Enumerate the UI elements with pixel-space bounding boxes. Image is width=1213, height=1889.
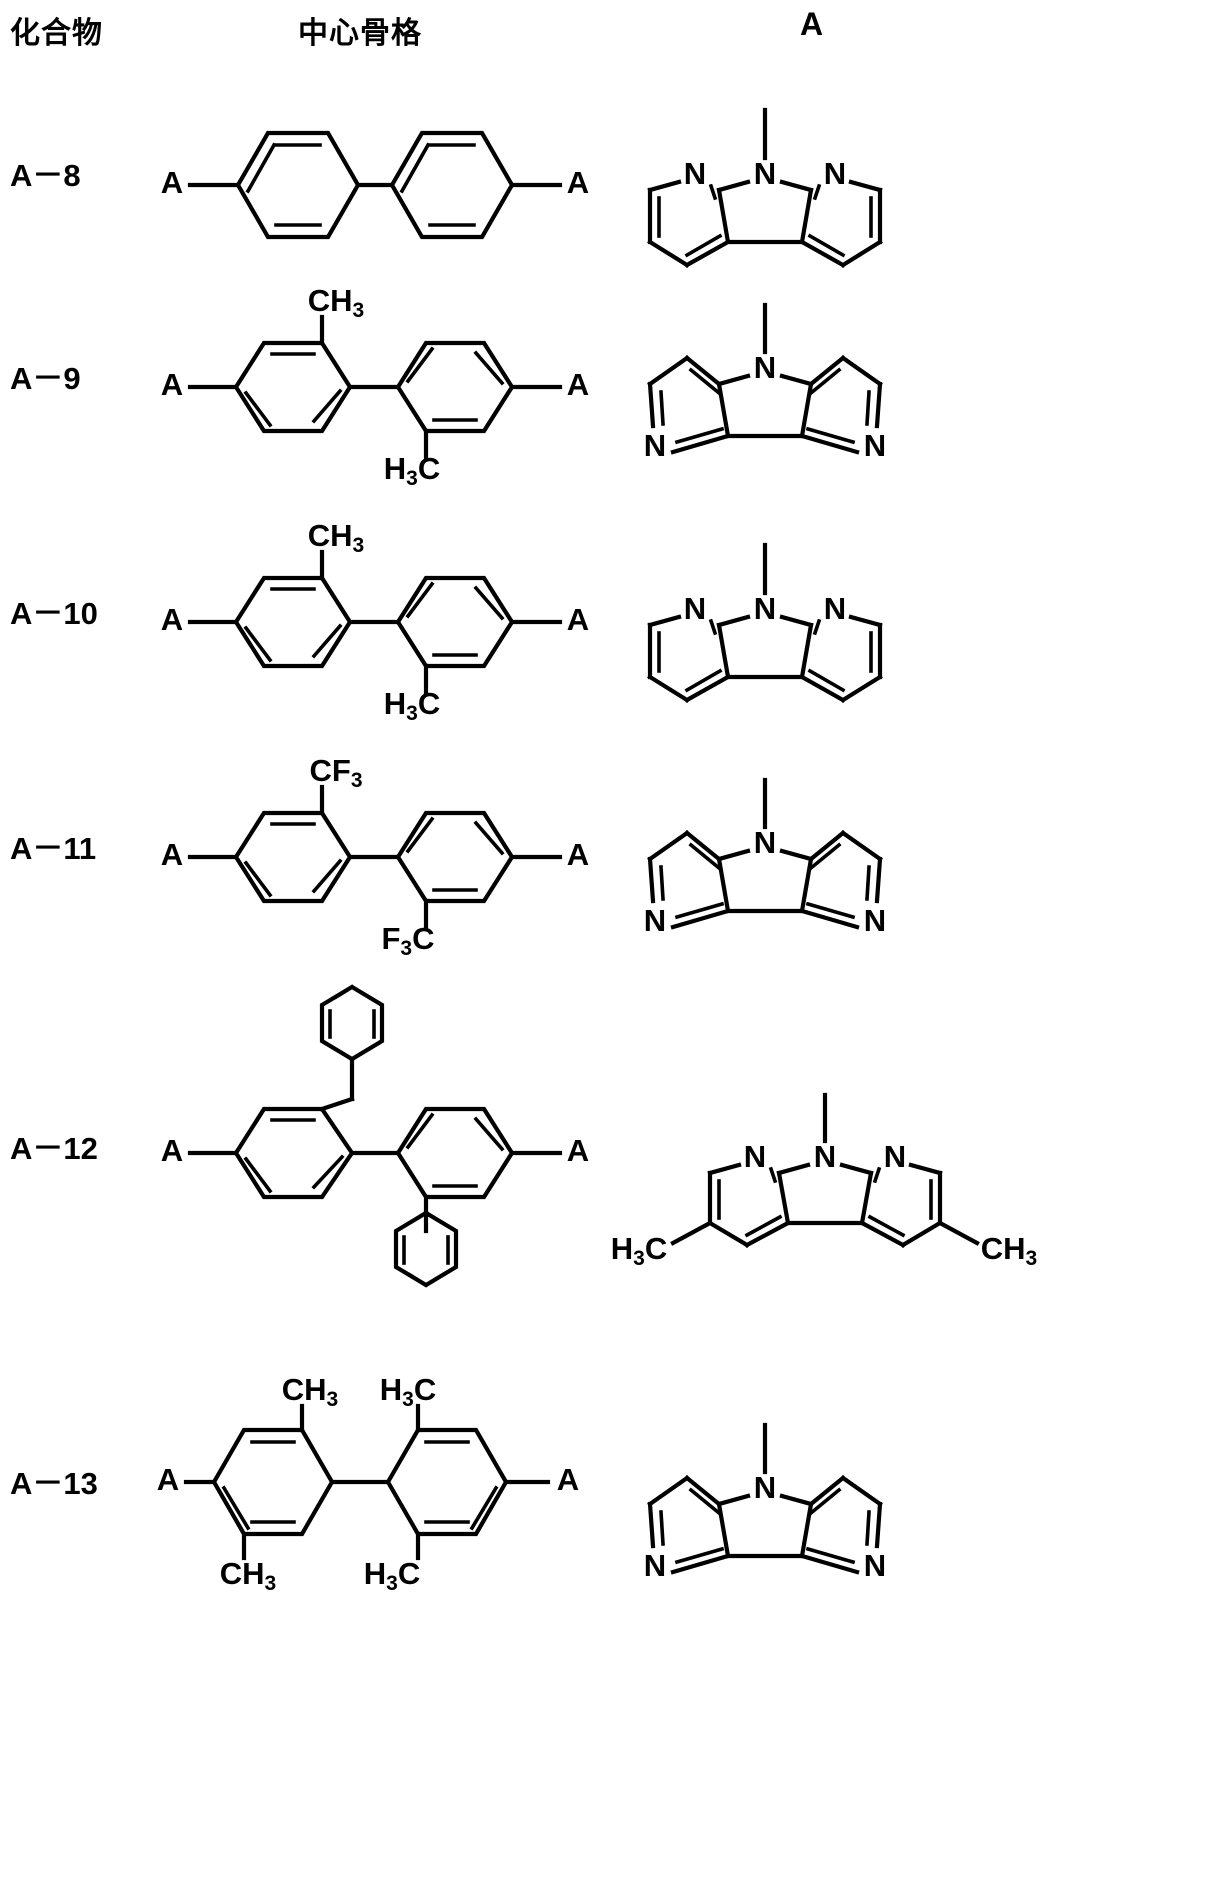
table-row: A－13 CH3 H3C A CH3 — [0, 1370, 1213, 1610]
bridge-nitrogen-label: N — [754, 1470, 776, 1505]
attachment-label-a-left: A — [161, 602, 183, 637]
attachment-label-a-right: A — [567, 367, 589, 402]
bridge-nitrogen-label: N — [754, 591, 776, 626]
ring-nitrogen-right: N — [824, 156, 846, 191]
column-header-compound: 化合物 — [10, 17, 103, 50]
ring-nitrogen-right: N — [824, 591, 846, 626]
ring-nitrogen-right: N — [864, 428, 886, 463]
bridge-nitrogen-label: N — [814, 1139, 836, 1174]
core-structure-dimethylbiphenyl: CH3 A H3C A — [150, 510, 600, 724]
core-structure-tetramethylbiphenyl: CH3 H3C A CH3 — [150, 1370, 610, 1610]
table-row: A－10 CH3 A H3C A — [0, 510, 1213, 725]
ring-nitrogen-right: N — [864, 903, 886, 938]
table-row: A－12 A — [0, 975, 1213, 1315]
methyl-label-top: CH3 — [308, 283, 364, 321]
ring-nitrogen-left: N — [644, 1548, 666, 1583]
a-group-structure: N N — [611, 1083, 1037, 1273]
bridge-nitrogen-label: N — [754, 350, 776, 385]
methyl-label-bottom: H3C — [384, 451, 440, 489]
compound-label: A－10 — [10, 596, 98, 631]
ring-nitrogen-left: N — [644, 903, 666, 938]
ring-nitrogen-left: N — [684, 591, 706, 626]
core-structure-bis-trifluoromethylbiphenyl: CF3 A F3C A — [150, 745, 600, 959]
methyl-label-top-right: H3C — [380, 1372, 436, 1410]
compound-label: A－11 — [10, 831, 97, 866]
attachment-label-a-right: A — [557, 1462, 579, 1497]
methyl-label-top-left: CH3 — [282, 1372, 338, 1410]
ring-nitrogen-right: N — [884, 1139, 906, 1174]
attachment-label-a-right: A — [567, 602, 589, 637]
methyl-label-right: CH3 — [981, 1231, 1037, 1269]
core-structure-dimethylbiphenyl: CH3 A H3C — [150, 275, 600, 489]
ring-nitrogen-left: N — [644, 428, 666, 463]
compound-label: A－12 — [10, 1131, 98, 1166]
methyl-label-top: CH3 — [308, 518, 364, 556]
a-group-structure: N N N — [615, 90, 915, 275]
table-row: A－8 A A — [0, 95, 1213, 280]
methyl-label-bottom-right: H3C — [364, 1556, 420, 1594]
column-header-core-skeleton: 中心骨格 — [298, 17, 422, 50]
compound-label: A－8 — [10, 158, 81, 193]
attachment-label-a-left: A — [161, 367, 183, 402]
ring-nitrogen-left: N — [744, 1139, 766, 1174]
bridge-nitrogen-label: N — [754, 156, 776, 191]
ring-nitrogen-left: N — [684, 156, 706, 191]
a-group-structure: N N N — [615, 300, 915, 475]
core-structure-diphenylbiphenyl: A — [150, 975, 600, 1315]
attachment-label-a-right: A — [567, 165, 589, 200]
attachment-label-a-right: A — [567, 837, 589, 872]
compound-label: A－9 — [10, 361, 81, 396]
methyl-label-bottom-left: CH3 — [220, 1556, 276, 1594]
attachment-label-a-left: A — [161, 1133, 183, 1168]
methyl-label-bottom: H3C — [384, 686, 440, 724]
trifluoromethyl-label-bottom: F3C — [381, 921, 434, 959]
attachment-label-a-left: A — [161, 837, 183, 872]
attachment-label-a-left: A — [161, 165, 183, 200]
ring-nitrogen-right: N — [864, 1548, 886, 1583]
a-group-structure: N N N — [615, 525, 915, 710]
attachment-label-a-right: A — [567, 1133, 589, 1168]
methyl-label-left: H3C — [611, 1231, 667, 1269]
attachment-label-a-left: A — [157, 1462, 179, 1497]
trifluoromethyl-label-top: CF3 — [309, 753, 362, 791]
table-row: A－11 CF3 A F3C A — [0, 745, 1213, 959]
a-group-structure: N N N — [615, 775, 915, 950]
bridge-nitrogen-label: N — [754, 825, 776, 860]
table-row: A－9 CH3 A — [0, 275, 1213, 489]
compound-label: A－13 — [10, 1466, 98, 1501]
column-header-a-group: A — [800, 6, 824, 42]
a-group-structure: N N N — [615, 1420, 915, 1610]
core-structure-biphenyl: A A — [150, 95, 600, 280]
